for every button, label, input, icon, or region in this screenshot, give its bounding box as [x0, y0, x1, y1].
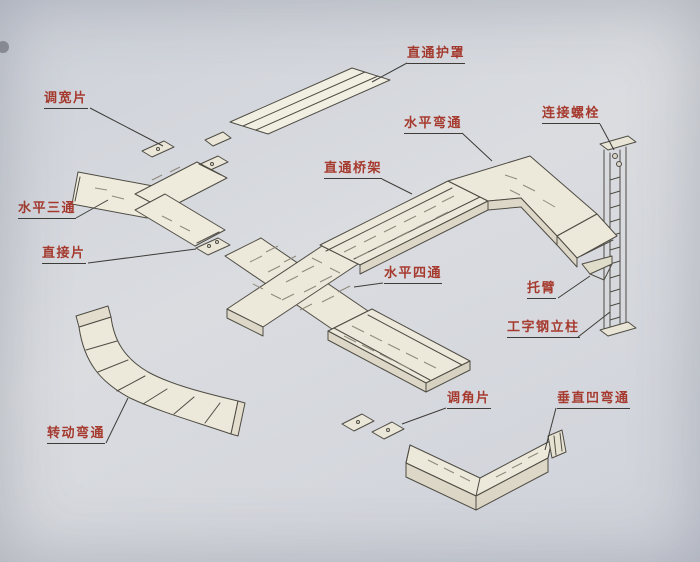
label-horizontal-tee: 水平三通 [18, 202, 77, 219]
rotating-elbow-part [75, 305, 246, 437]
horizontal-elbow-part [447, 155, 618, 268]
label-direct-piece: 直接片 [42, 247, 86, 264]
label-bracket-arm: 托臂 [527, 282, 557, 299]
label-horizontal-elbow: 水平弯通 [404, 117, 463, 134]
straight-cover-part [204, 67, 391, 147]
lower-tray-part [327, 308, 471, 393]
horizontal-tee-part [71, 161, 228, 247]
label-horizontal-cross: 水平四通 [384, 267, 443, 284]
label-straight-tray: 直通桥架 [324, 162, 383, 179]
label-angle-adjust-piece: 调角片 [447, 392, 491, 409]
label-rotating-elbow: 转动弯通 [47, 427, 106, 444]
bracket-arm-part [581, 255, 613, 281]
horizontal-cross-part [224, 237, 369, 337]
i-beam-column-part [599, 135, 637, 337]
direct-piece-part [195, 237, 231, 256]
vertical-concave-elbow-part [405, 429, 567, 511]
hatch-marks [94, 166, 556, 482]
label-width-adjust-piece: 调宽片 [44, 92, 88, 109]
connecting-bolt-part-2 [616, 161, 622, 167]
label-straight-cover: 直通护罩 [407, 47, 466, 64]
label-vertical-concave-elbow: 垂直凹弯通 [557, 392, 630, 409]
angle-adjust-piece-part [341, 413, 405, 440]
label-i-beam-column: 工字钢立柱 [507, 321, 580, 338]
width-adjust-piece-part [141, 140, 229, 173]
leader-lines [75, 62, 615, 451]
connecting-bolt-part [612, 153, 618, 159]
label-connecting-bolt: 连接螺栓 [542, 107, 601, 124]
paper-blemish [0, 41, 9, 53]
